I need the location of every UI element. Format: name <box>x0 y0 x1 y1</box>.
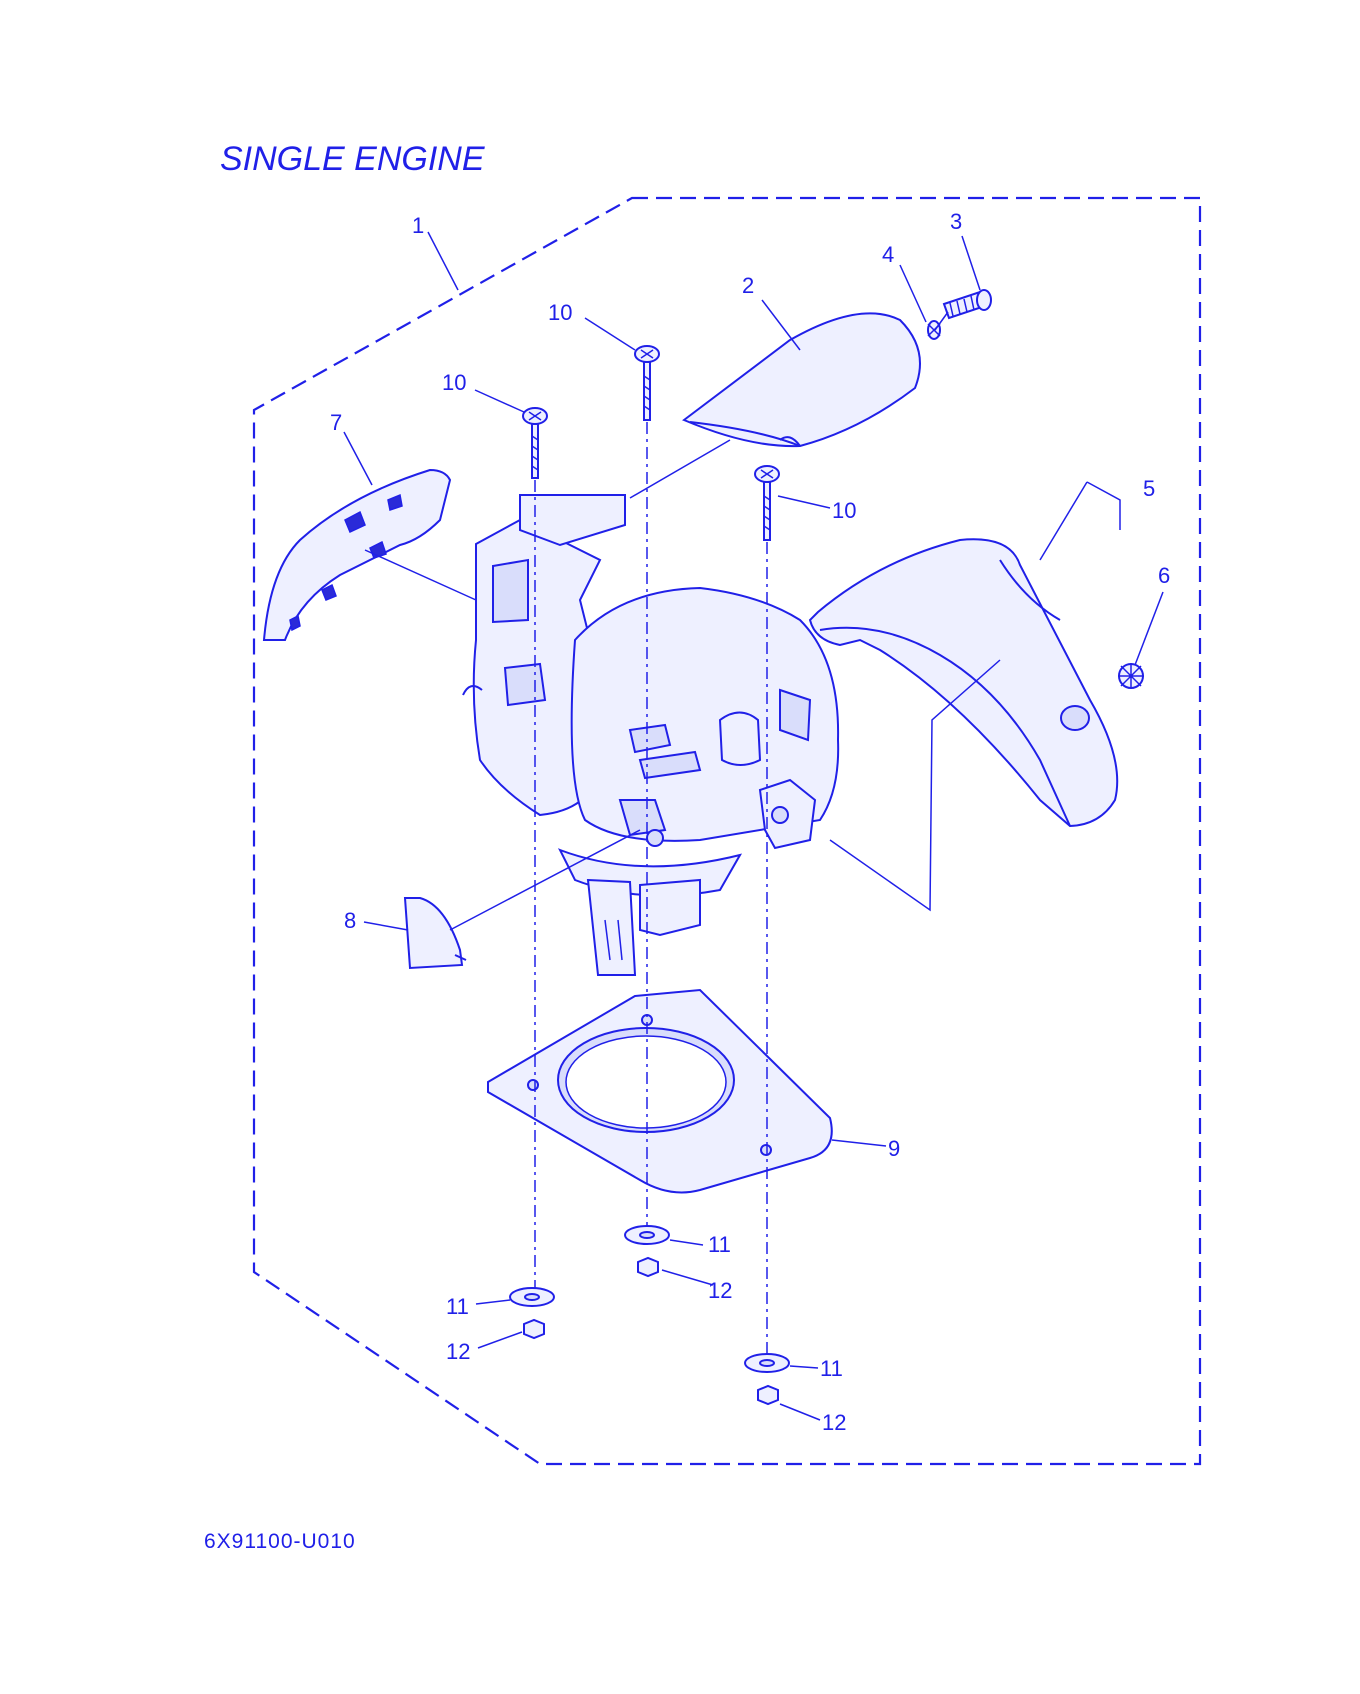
diagram-code: 6X91100-U010 <box>204 1530 356 1553</box>
part-10-screw-b <box>634 345 660 421</box>
callout-8: 8 <box>344 908 356 933</box>
part-4-washer <box>927 320 941 340</box>
callout-11-c: 11 <box>820 1356 843 1381</box>
callout-12-a: 12 <box>446 1339 470 1364</box>
diagram-title: SINGLE ENGINE <box>220 140 485 178</box>
callout-11-a: 11 <box>446 1294 469 1319</box>
callout-10-b: 10 <box>548 300 572 325</box>
assembly-boundary <box>252 196 1202 1466</box>
assembly-lines <box>364 311 1001 1354</box>
part-11-washer-a <box>509 1287 555 1307</box>
callout-1: 1 <box>412 213 424 238</box>
callout-9: 9 <box>888 1136 900 1161</box>
part-12-nut-b <box>637 1256 659 1278</box>
callout-10-a: 10 <box>442 370 466 395</box>
part-6-fastener <box>1060 663 1144 731</box>
leader-lines <box>343 231 1164 1421</box>
part-5-side-cover <box>808 538 1119 828</box>
part-10-screw-c <box>754 465 780 541</box>
callout-labels: 1 2 3 4 5 6 7 8 9 10 10 10 11 12 11 12 1… <box>330 209 1170 1435</box>
callout-10-c: 10 <box>832 498 856 523</box>
callout-4: 4 <box>882 242 894 267</box>
part-12-nut-a <box>523 1318 545 1340</box>
callout-11-b: 11 <box>708 1232 731 1257</box>
part-7-left-cover <box>262 468 452 641</box>
callout-12-b: 12 <box>708 1278 732 1303</box>
part-10-screw-a <box>522 407 548 479</box>
callout-7: 7 <box>330 410 342 435</box>
callout-5: 5 <box>1143 476 1155 501</box>
part-9-base-plate <box>487 988 833 1194</box>
callout-3: 3 <box>950 209 962 234</box>
part-3-screw <box>942 289 992 320</box>
callout-6: 6 <box>1158 563 1170 588</box>
part-8-plate <box>403 897 467 970</box>
part-2-top-cover <box>682 312 921 448</box>
callout-12-c: 12 <box>822 1410 846 1435</box>
part-11-washer-c <box>744 1353 790 1373</box>
part-11-washer-b <box>624 1225 670 1245</box>
part-12-nut-c <box>757 1384 779 1406</box>
control-box-body <box>462 494 840 976</box>
callout-2: 2 <box>742 273 754 298</box>
